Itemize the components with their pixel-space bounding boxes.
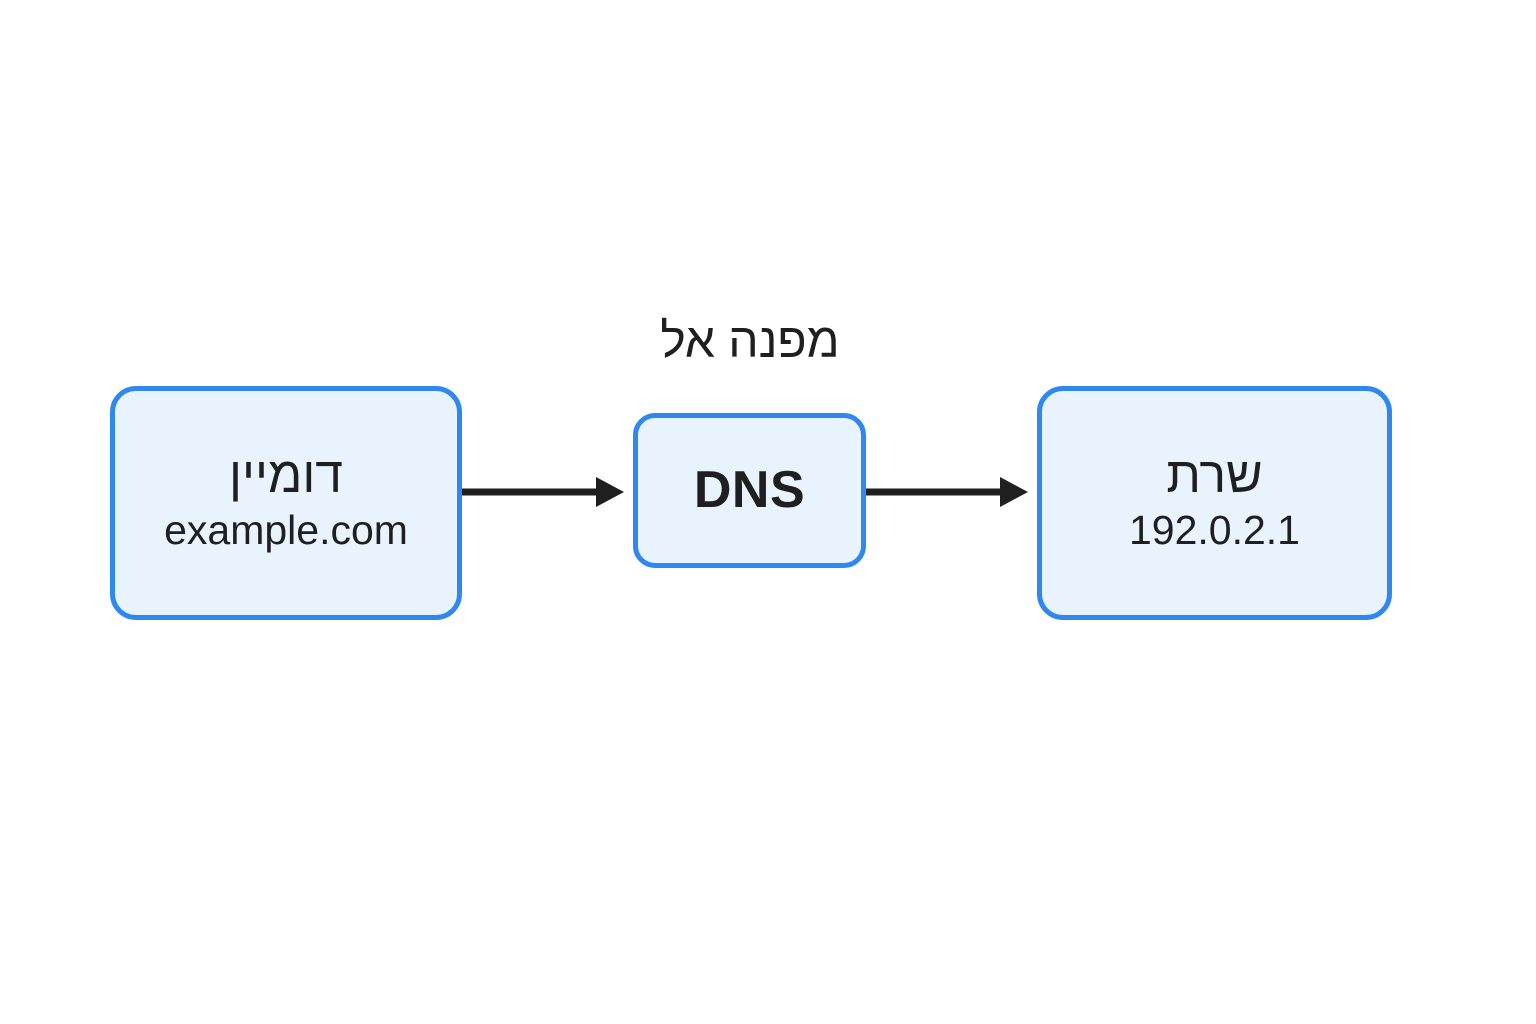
node-server-title: שרת bbox=[1166, 446, 1263, 503]
node-server[interactable]: שרת 192.0.2.1 bbox=[1037, 386, 1392, 620]
node-domain[interactable]: דומיין example.com bbox=[110, 386, 462, 620]
node-domain-subtitle: example.com bbox=[164, 506, 408, 553]
node-domain-title: דומיין bbox=[229, 446, 344, 503]
node-dns-title: DNS bbox=[693, 461, 806, 520]
arrow-dns-to-server bbox=[866, 472, 1028, 512]
node-server-subtitle: 192.0.2.1 bbox=[1129, 506, 1300, 553]
dns-caption-label: מפנה אל bbox=[660, 315, 840, 368]
arrow-domain-to-dns bbox=[462, 472, 624, 512]
node-dns[interactable]: DNS bbox=[633, 413, 866, 568]
